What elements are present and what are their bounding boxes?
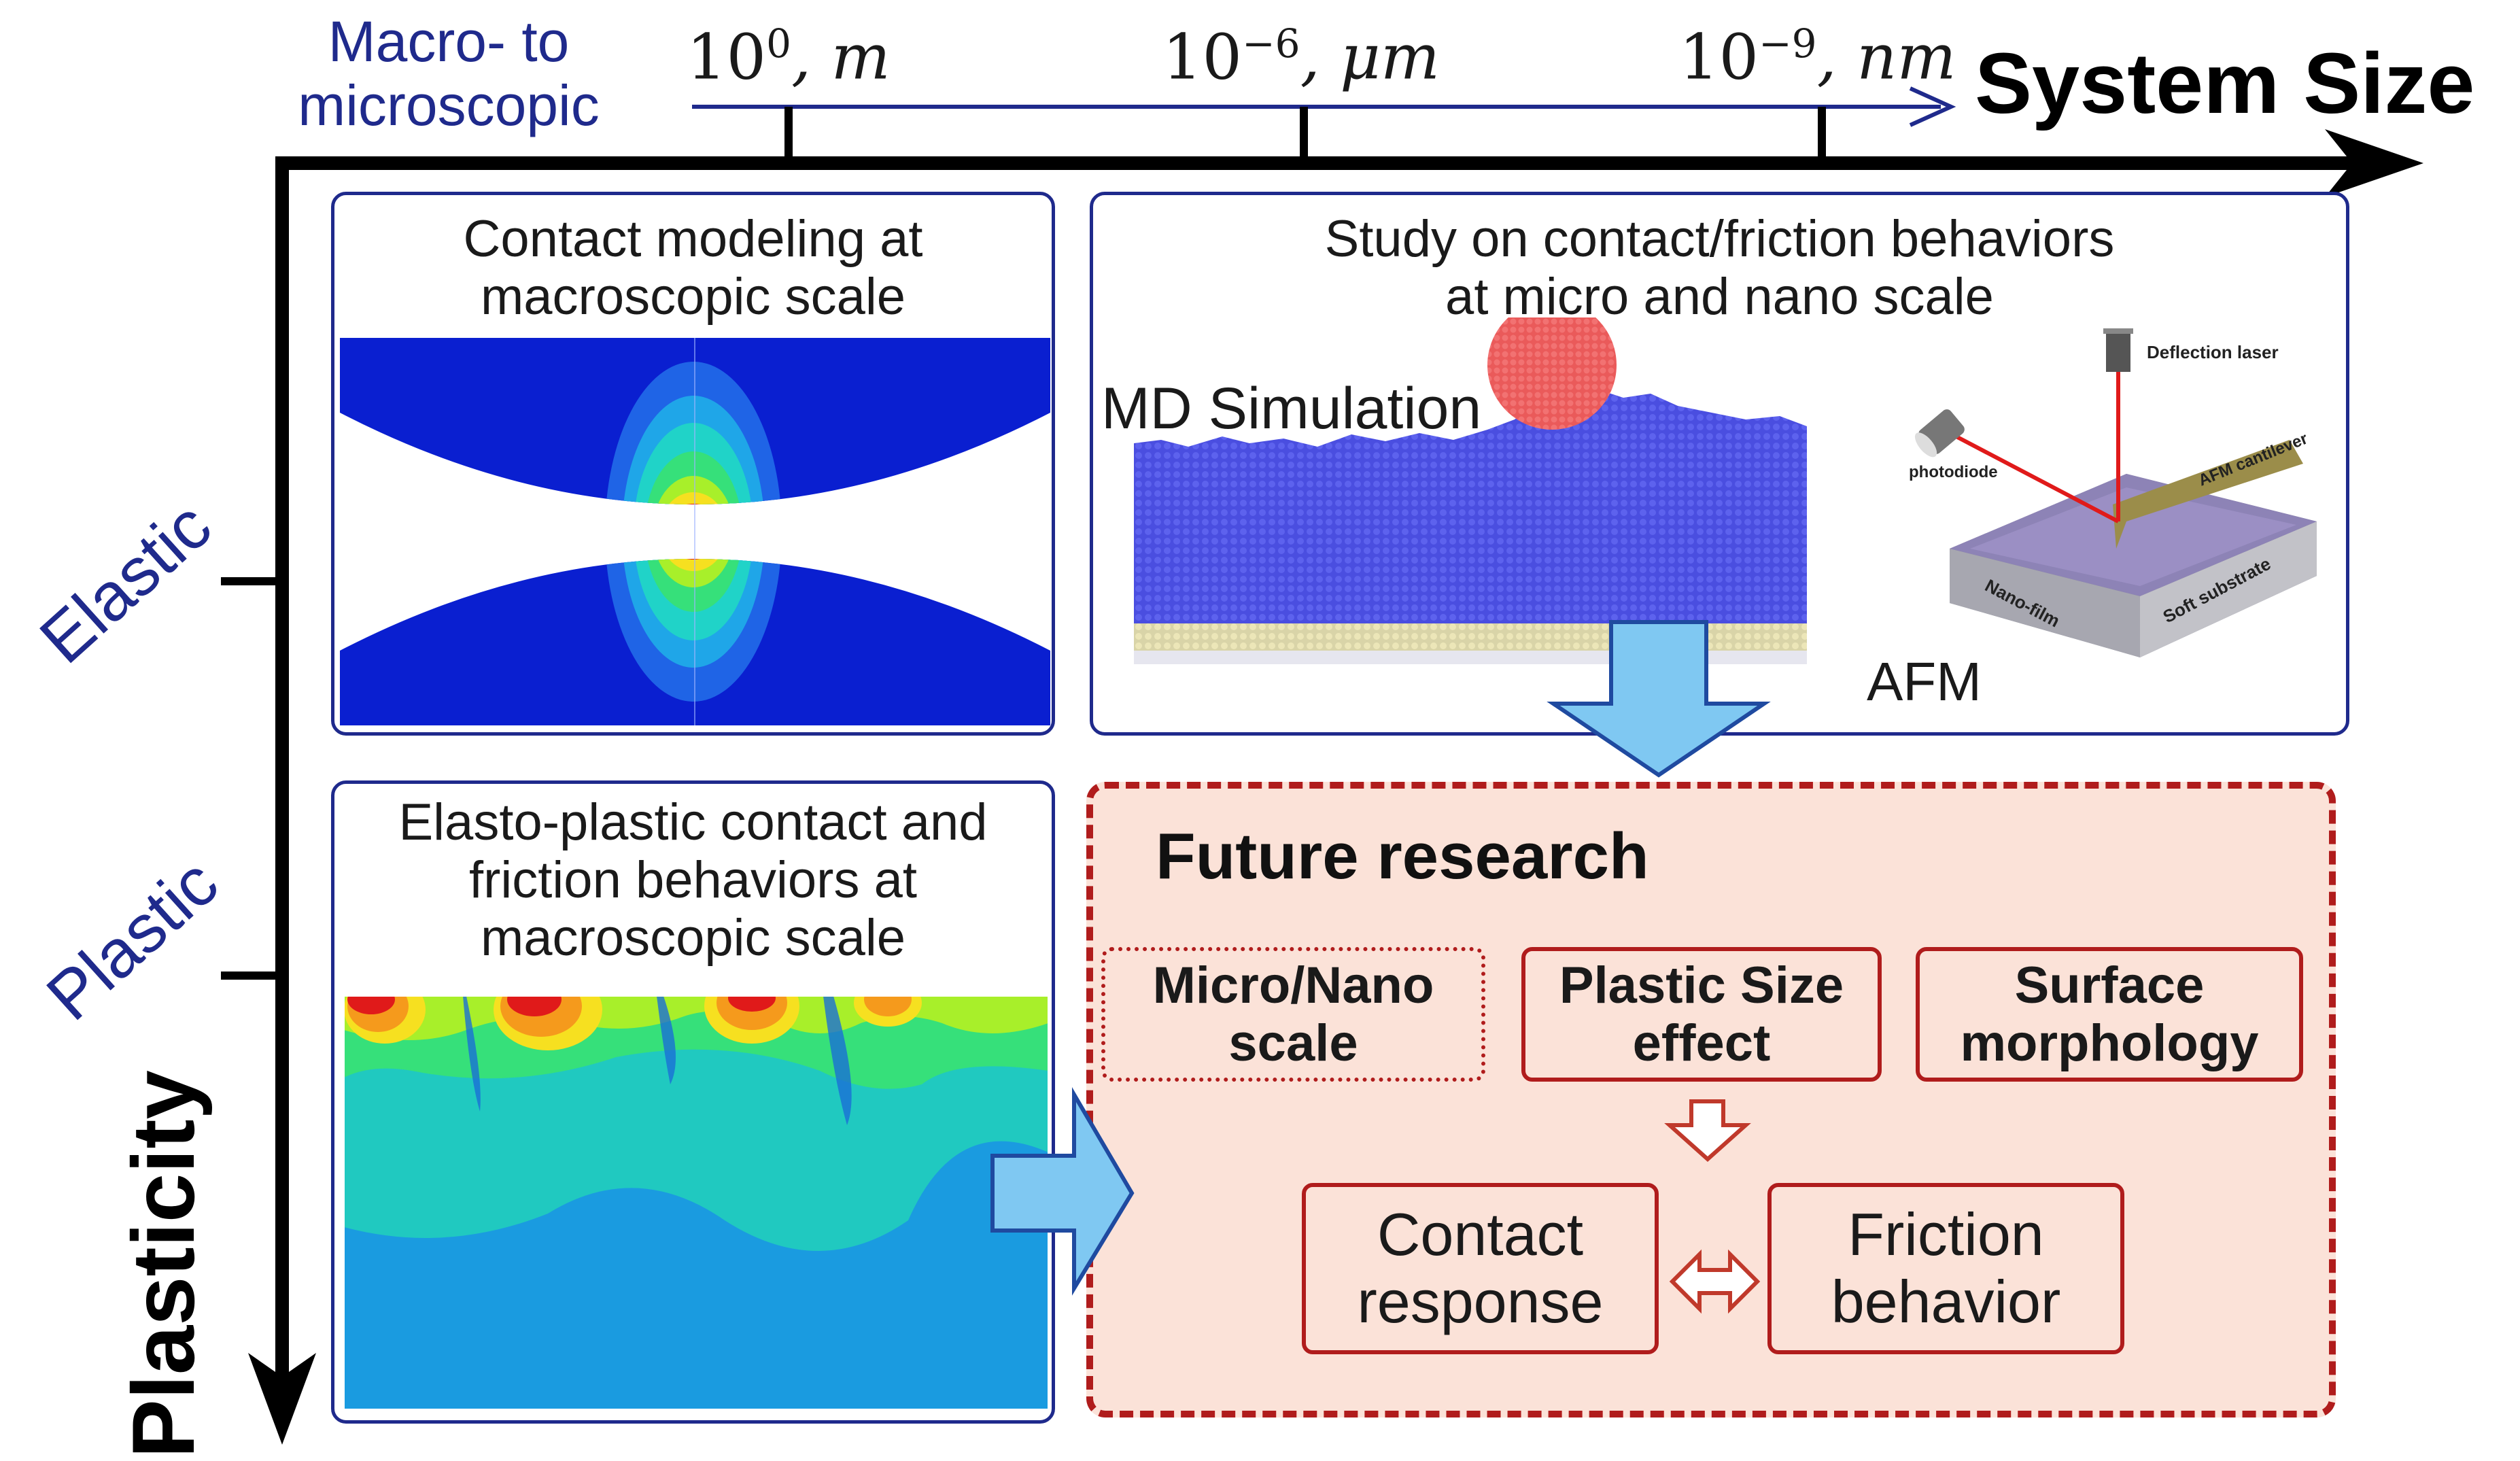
box-line: response (1357, 1268, 1604, 1335)
title-line: macroscopic scale (480, 268, 906, 326)
afm-schematic: Deflection laser photodiode AFM cantilev… (1909, 328, 2317, 657)
panel-elasto-plastic: Elasto-plastic contact and friction beha… (331, 780, 1055, 1424)
laser-source-icon (2106, 331, 2130, 372)
scale-unit: , μm (1300, 20, 1440, 94)
panel-micro-nano-title: Study on contact/friction behaviors at m… (1093, 210, 2346, 326)
right-blue-arrow-icon (990, 1086, 1135, 1296)
down-blue-arrow-icon (1547, 620, 1771, 778)
md-simulation-label: MD Simulation (1101, 376, 1482, 441)
scale-unit: , nm (1816, 20, 1956, 94)
scale-base: 10 (1679, 20, 1759, 94)
scale-exponent: −9 (1759, 20, 1817, 67)
title-line: macroscopic scale (480, 909, 906, 967)
scale-label-um: 10−6, μm (1162, 20, 1440, 94)
box-line: behavior (1831, 1268, 2061, 1335)
elasto-plastic-plot (344, 996, 1048, 1409)
photodiode-icon (1914, 409, 1965, 458)
deflection-laser-label: Deflection laser (2147, 342, 2279, 362)
macro-to-micro-label: Macro- to microscopic (258, 10, 639, 137)
box-line: Micro/Nano (1152, 956, 1434, 1014)
vertical-axis-arrowhead (248, 1353, 316, 1445)
box-line: Surface (2014, 956, 2205, 1014)
system-size-label: System Size (1975, 35, 2475, 131)
box-line: scale (1228, 1014, 1358, 1072)
scale-exponent: −6 (1242, 20, 1300, 67)
horizontal-axis-arrowhead (2325, 129, 2423, 197)
title-line: at micro and nano scale (1445, 268, 1994, 326)
scale-base: 10 (1162, 20, 1243, 94)
box-line: morphology (1960, 1014, 2259, 1072)
box-line: Plastic Size (1559, 956, 1844, 1014)
box-line: effect (1632, 1014, 1771, 1072)
photodiode-label: photodiode (1909, 463, 1998, 481)
future-research-title: Future research (1156, 820, 1649, 893)
scale-exponent: 0 (766, 20, 791, 67)
scale-label-m: 100, m (687, 20, 891, 94)
panel-elasto-plastic-title: Elasto-plastic contact and friction beha… (334, 793, 1052, 967)
title-line: friction behaviors at (469, 851, 917, 910)
scale-label-nm: 10−9, nm (1679, 20, 1956, 94)
macro-to-micro-line1: Macro- to (328, 10, 570, 73)
panel-macro-contact-title: Contact modeling at macroscopic scale (334, 210, 1052, 326)
title-line: Elasto-plastic contact and (398, 793, 988, 851)
afm-label: AFM (1867, 651, 1982, 712)
scale-base: 10 (687, 20, 767, 94)
hertz-contact-plot (340, 338, 1050, 725)
scale-arrowhead (1909, 86, 1956, 127)
down-arrow-icon (1664, 1099, 1751, 1163)
double-arrow-icon (1669, 1249, 1761, 1314)
macro-to-micro-line2: microscopic (298, 73, 600, 138)
scale-unit: , m (791, 20, 891, 94)
title-line: Contact modeling at (463, 210, 923, 268)
panel-macro-contact: Contact modeling at macroscopic scale (331, 192, 1055, 736)
box-line: Contact (1377, 1201, 1584, 1269)
title-line: Study on contact/friction behaviors (1324, 210, 2115, 268)
box-line: Friction (1848, 1201, 2044, 1269)
panel-micro-nano: Study on contact/friction behaviors at m… (1090, 192, 2349, 736)
